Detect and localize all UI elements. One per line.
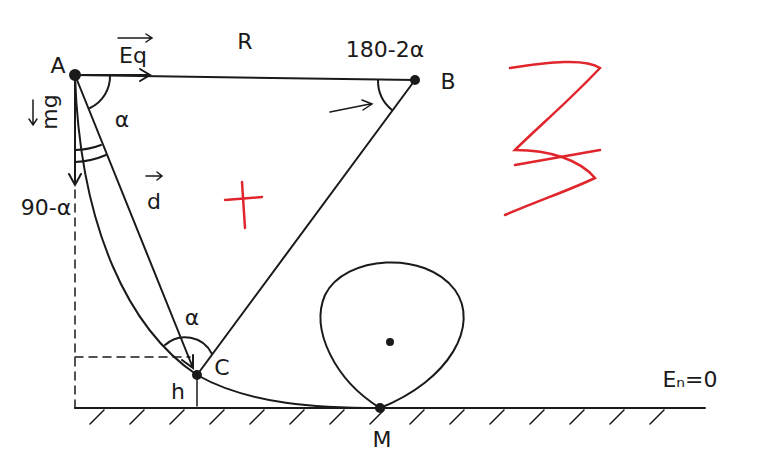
label: d [147, 191, 161, 213]
plus-mark [225, 182, 262, 228]
loop-center [387, 339, 393, 345]
point-b [411, 76, 419, 84]
vector-mark [146, 172, 162, 180]
label: Eq [119, 45, 147, 67]
dashed-vertical [74, 190, 76, 408]
displacement-arrow [75, 75, 193, 368]
force-eq-arrow [75, 69, 150, 81]
figure [29, 34, 705, 424]
loop [321, 262, 464, 408]
gravity-arrow [69, 75, 81, 185]
vector-mark [29, 100, 37, 125]
label: mg [39, 94, 61, 129]
angle-arc [90, 75, 110, 108]
label: 180-2α [346, 39, 424, 61]
ground-line [75, 407, 705, 409]
angle-arc [378, 80, 392, 110]
label: A [50, 55, 65, 77]
label: Eₙ=0 [662, 369, 717, 391]
label: C [214, 357, 229, 379]
angle-arc [165, 337, 212, 354]
label: h [171, 381, 185, 403]
angle-arc [75, 145, 101, 150]
vector-mark [118, 34, 152, 42]
ground-hatch [90, 410, 664, 424]
scribble-arrow [330, 100, 372, 112]
label: R [237, 31, 252, 53]
label: α [115, 109, 130, 131]
height-mark [196, 380, 198, 406]
label: 90-α [21, 197, 71, 219]
label: α [185, 307, 200, 329]
segment-bc [197, 80, 415, 375]
label: B [440, 71, 455, 93]
z-mark [515, 150, 600, 165]
angle-arc [75, 155, 106, 162]
z-mark [505, 62, 600, 215]
red-marks [225, 62, 600, 228]
dashed-horizontal [75, 356, 190, 358]
track [75, 75, 380, 408]
label: M [373, 429, 392, 451]
point-m [376, 404, 384, 412]
point-c [193, 371, 201, 379]
